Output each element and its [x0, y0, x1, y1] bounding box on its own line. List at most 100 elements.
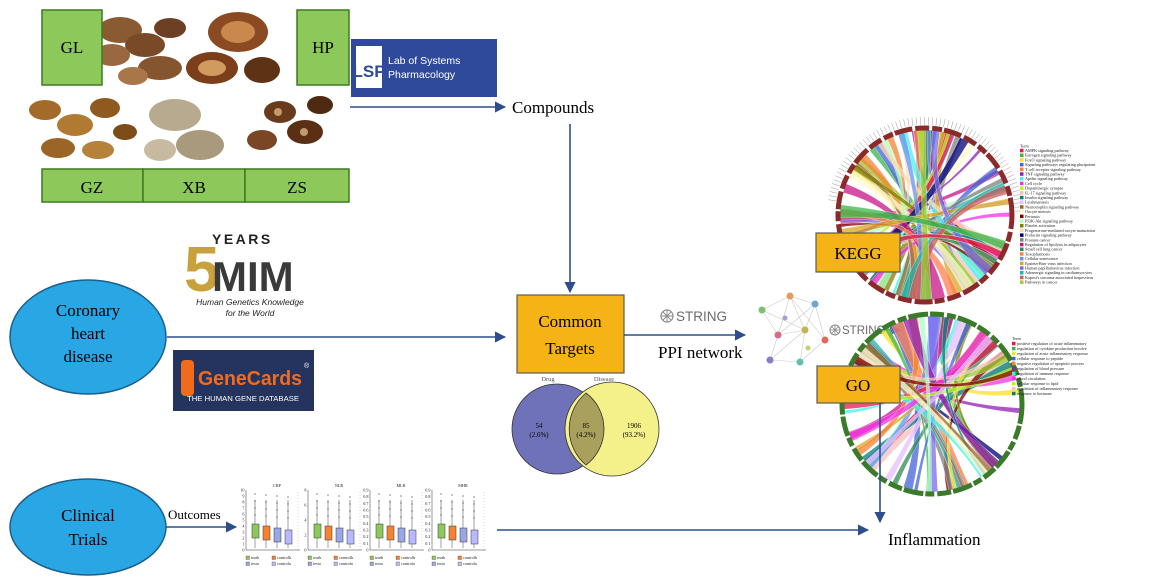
- legend-swatch: [1020, 172, 1024, 176]
- boxplot-tick: 4: [242, 524, 245, 529]
- boxplot-legend-item: controlh: [277, 555, 292, 560]
- boxplot-legend-swatch: [307, 561, 312, 566]
- legend-item: Leishmaniasis: [1025, 200, 1049, 205]
- genecards-logo: GeneCards ® THE HUMAN GENE DATABASE: [173, 350, 314, 411]
- boxplot-tick: 8: [304, 488, 306, 493]
- legend-swatch: [1012, 371, 1016, 376]
- legend-swatch: [1020, 233, 1024, 237]
- boxplot-box: [335, 527, 344, 543]
- compounds-label: Compounds: [512, 98, 594, 117]
- omim-years: YEARS: [212, 231, 273, 247]
- boxplot-tick: 2: [242, 536, 244, 541]
- legend-swatch: [1020, 252, 1024, 256]
- boxplot-tick: 0.3: [425, 528, 430, 533]
- chd-line2: heart: [71, 324, 105, 343]
- herb-photo-gz-xb-zs: [29, 96, 333, 161]
- boxplot-box: [437, 523, 446, 539]
- venn-overlap: [568, 392, 605, 466]
- legend-swatch: [1020, 214, 1024, 219]
- legend-item: cellular response to lipid: [1017, 381, 1059, 386]
- herb-label-hp: HP: [312, 38, 334, 57]
- legend-item: Dopaminergic synapse: [1025, 186, 1063, 191]
- legend-item: Insulin signaling pathway: [1025, 195, 1069, 200]
- boxplot-box: [313, 523, 322, 539]
- kegg-box: [815, 232, 901, 273]
- legend-swatch: [1020, 247, 1024, 251]
- boxplot-box: [346, 529, 355, 545]
- common-targets-line2: Targets: [545, 339, 594, 358]
- legend-swatch: [1012, 381, 1016, 386]
- venn-mid-count: 85: [583, 422, 591, 430]
- venn-right-label: Disease: [594, 376, 614, 383]
- legend-swatch: [1020, 228, 1024, 233]
- legend-item: Regulation of lipolysis in adipocytes: [1025, 242, 1087, 247]
- boxplot-box: [284, 529, 293, 545]
- legend-item: Platelet activation: [1025, 223, 1056, 228]
- legend-item: Estrogen signaling pathway: [1025, 153, 1072, 158]
- boxplot-box: [273, 527, 282, 543]
- boxplot-tick: 7: [242, 506, 244, 511]
- legend-item: cellular response to peptide: [1017, 356, 1063, 361]
- venn-left-pct: (2.6%): [529, 431, 549, 439]
- legend-item: Pertussis: [1025, 214, 1040, 219]
- boxplot-legend-item: controla: [277, 561, 291, 566]
- legend-swatch: [1020, 162, 1024, 167]
- legend-item: TNF signaling pathway: [1025, 172, 1065, 177]
- boxplot-tick: 0: [242, 548, 244, 553]
- boxplot-legend-item: teath: [251, 555, 260, 560]
- herb-box-xb: [142, 168, 246, 203]
- legend-swatch: [1020, 224, 1024, 228]
- legend-item: T cell receptor signaling pathway: [1025, 167, 1082, 172]
- boxplot-legend-swatch: [395, 561, 400, 566]
- legend-swatch: [1020, 158, 1024, 162]
- venn-left-count: 54: [536, 422, 544, 430]
- boxplot-legend-item: controlh: [339, 555, 354, 560]
- legend-swatch: [1012, 356, 1016, 361]
- herb-label-xb: XB: [182, 178, 206, 197]
- legend-swatch: [1020, 167, 1024, 172]
- legend-item: regulation of immune response: [1017, 371, 1069, 376]
- clinical-oval: [9, 478, 167, 576]
- boxplot-legend-swatch: [457, 555, 462, 560]
- boxplot-tick: 5: [242, 518, 244, 523]
- ppi-network-graphic: [758, 292, 829, 366]
- boxplot-legend-swatch: [307, 555, 312, 560]
- boxplot-tick: 10: [240, 488, 244, 493]
- legend-item: Cell cycle: [1025, 181, 1042, 186]
- boxplot-tick: 0.6: [363, 508, 368, 513]
- legend-swatch: [1012, 351, 1016, 356]
- herb-label-gz: GZ: [81, 178, 104, 197]
- string-logo-1: STRING: [660, 309, 727, 324]
- legend-item: IL-17 signaling pathway: [1025, 190, 1067, 195]
- legend-swatch: [1020, 186, 1024, 190]
- boxplot-title: MLR: [396, 483, 405, 488]
- boxplot-tick: 6: [242, 512, 244, 517]
- legend-swatch: [1012, 341, 1016, 346]
- herb-box-hp: [296, 9, 350, 86]
- boxplot-tick: 0: [428, 548, 430, 553]
- legend-swatch: [1012, 361, 1016, 366]
- legend-item: Signaling pathways regulating pluripoten…: [1025, 162, 1096, 167]
- boxplot-tick: 0.9: [363, 488, 368, 493]
- legend-item: PI3K-Akt signaling pathway: [1025, 219, 1074, 224]
- boxplot-tick: 0.5: [425, 514, 430, 519]
- boxplot-legend-item: testa: [375, 561, 383, 566]
- legend-swatch: [1012, 346, 1016, 351]
- venn-diagram: Drug Disease 54 (2.6%) 85 (4.2%) 1906 (9…: [511, 376, 660, 477]
- go-label: GO: [846, 376, 871, 395]
- legend-swatch: [1020, 153, 1024, 157]
- legend-swatch: [1020, 280, 1024, 284]
- boxplot-legend-item: teath: [375, 555, 384, 560]
- legend-swatch: [1020, 275, 1024, 280]
- boxplot-box: [386, 525, 395, 541]
- legend-item: blood circulation: [1017, 376, 1046, 381]
- legend-item: AMPK signaling pathway: [1025, 148, 1070, 153]
- legend-item: Neurotrophin signaling pathway: [1025, 204, 1080, 209]
- boxplot-tick: 0.4: [363, 521, 369, 526]
- legend-item: regulation of inflammatory response: [1017, 386, 1078, 391]
- boxplot-tick: 0.7: [363, 501, 368, 506]
